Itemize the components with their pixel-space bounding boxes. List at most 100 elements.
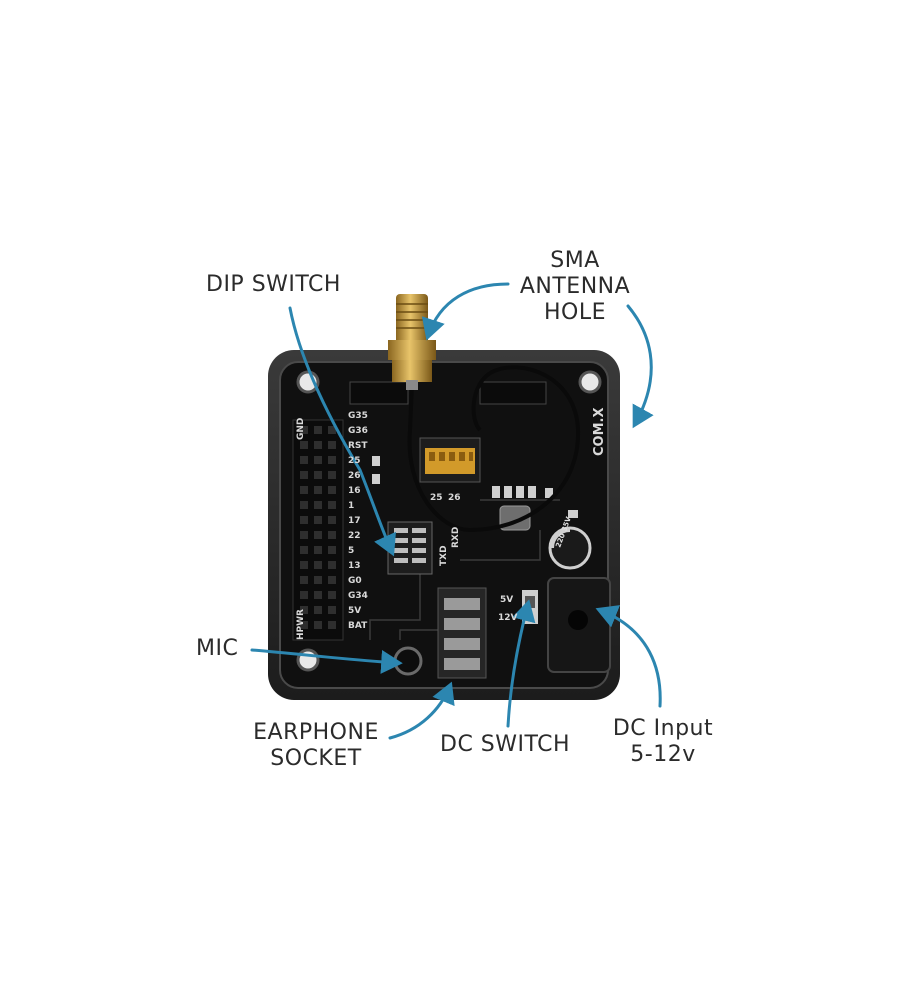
pcb-pin-label: G0 bbox=[348, 576, 362, 586]
callout-arrows bbox=[250, 282, 662, 740]
pcb-pin-label: RST bbox=[348, 441, 368, 451]
pcb-label-hpwr: HPWR bbox=[296, 609, 306, 640]
pcb-label-12v: 12V bbox=[498, 613, 518, 623]
header-pin-hole bbox=[328, 441, 336, 449]
header-pin-hole bbox=[300, 486, 308, 494]
callout-earphone-line-1: EARPHONE bbox=[253, 720, 379, 745]
callout-sma-line-2: ANTENNA bbox=[519, 274, 631, 299]
arrow-icon bbox=[506, 599, 536, 728]
header-pin-hole bbox=[300, 561, 308, 569]
header-pin-hole bbox=[314, 516, 322, 524]
header-pin-hole bbox=[328, 501, 336, 509]
header-pin-hole bbox=[328, 606, 336, 614]
pcb-pin-label: 26 bbox=[348, 471, 361, 481]
callout-earphone-line-2: SOCKET bbox=[270, 746, 362, 771]
pcb-pin-label: 5V bbox=[348, 606, 361, 616]
callout-dc-switch-line-1: DC SWITCH bbox=[440, 732, 571, 757]
arrow-icon bbox=[388, 681, 455, 740]
top-headers bbox=[349, 381, 547, 405]
header-pin-hole bbox=[328, 561, 336, 569]
callout-dc-input-line-1: DC Input bbox=[612, 716, 714, 741]
dip-switch-top-icon bbox=[419, 437, 481, 483]
header-pin-hole bbox=[314, 501, 322, 509]
pcb-pin-label: 13 bbox=[348, 561, 361, 571]
header-pin-hole bbox=[328, 456, 336, 464]
header-pin-hole bbox=[300, 576, 308, 584]
header-pin-hole bbox=[300, 471, 308, 479]
header-pin-hole bbox=[328, 546, 336, 554]
left-pin-header bbox=[292, 419, 344, 641]
callout-dip-switch-line-1: DIP SWITCH bbox=[206, 272, 341, 297]
pcb-label-txd: TXD bbox=[439, 545, 449, 566]
callout-sma-antenna-hole: SMA ANTENNA HOLE bbox=[510, 248, 640, 326]
header-pin-hole bbox=[314, 546, 322, 554]
pcb-pin-label: 25 bbox=[348, 456, 361, 466]
header-pin-hole bbox=[314, 576, 322, 584]
mic-icon bbox=[393, 646, 423, 676]
callout-dip-switch: DIP SWITCH bbox=[206, 272, 341, 298]
header-pin-hole bbox=[300, 621, 308, 629]
header-pin-hole bbox=[328, 471, 336, 479]
antenna-cable bbox=[407, 365, 581, 533]
brand-label: COM.X bbox=[592, 408, 607, 457]
arrow-icon bbox=[595, 605, 662, 708]
pcb-pin-label: BAT bbox=[348, 621, 368, 631]
pcb-label-top-26: 26 bbox=[448, 493, 461, 503]
header-pin-hole bbox=[328, 621, 336, 629]
pcb-pin-label: G34 bbox=[348, 591, 368, 601]
header-pin-hole bbox=[300, 456, 308, 464]
pcb-pin-label: 22 bbox=[348, 531, 361, 541]
arrow-icon bbox=[288, 306, 396, 557]
header-pin-hole bbox=[314, 486, 322, 494]
header-pin-hole bbox=[328, 486, 336, 494]
header-pin-hole bbox=[328, 576, 336, 584]
header-pin-hole bbox=[314, 471, 322, 479]
callout-mic-line-1: MIC bbox=[196, 636, 239, 661]
callout-mic: MIC bbox=[196, 636, 238, 662]
header-pin-hole bbox=[300, 501, 308, 509]
dc-jack-icon bbox=[547, 577, 611, 673]
pcb-label-5v: 5V bbox=[500, 595, 513, 605]
pcb-label-top-25: 25 bbox=[430, 493, 443, 503]
header-pin-hole bbox=[314, 591, 322, 599]
header-pin-hole bbox=[314, 456, 322, 464]
header-pin-hole bbox=[328, 591, 336, 599]
header-pin-hole bbox=[300, 426, 308, 434]
header-pin-hole bbox=[328, 516, 336, 524]
header-pin-hole bbox=[328, 531, 336, 539]
header-pin-hole bbox=[300, 531, 308, 539]
dip-switch-icon bbox=[387, 521, 433, 575]
callout-dc-input-line-2: 5-12v bbox=[630, 742, 696, 767]
header-pin-hole bbox=[314, 531, 322, 539]
callout-dc-switch: DC SWITCH bbox=[440, 732, 570, 758]
header-pin-hole bbox=[314, 441, 322, 449]
earphone-socket-icon bbox=[437, 587, 487, 679]
capacitor-icon bbox=[548, 526, 592, 570]
header-pin-hole bbox=[314, 606, 322, 614]
pcb-label-gnd: GND bbox=[296, 418, 306, 440]
callout-dc-input: DC Input 5-12v bbox=[600, 716, 726, 768]
smd-components bbox=[372, 456, 578, 518]
header-pin-hole bbox=[300, 516, 308, 524]
callout-sma-line-3: HOLE bbox=[543, 300, 607, 325]
header-pin-hole bbox=[300, 546, 308, 554]
arrow-icon bbox=[421, 282, 510, 341]
header-pin-hole bbox=[300, 591, 308, 599]
arrow-icon bbox=[626, 304, 654, 429]
header-pin-hole bbox=[314, 426, 322, 434]
pcb-pin-label: 16 bbox=[348, 486, 361, 496]
arrow-icon bbox=[250, 648, 403, 674]
pcb-pin-label: 5 bbox=[348, 546, 354, 556]
pcb-pin-label: 17 bbox=[348, 516, 361, 526]
callout-sma-line-1: SMA bbox=[550, 248, 600, 273]
callout-earphone-socket: EARPHONE SOCKET bbox=[238, 720, 394, 772]
pcb-label-rxd: RXD bbox=[451, 527, 461, 548]
pcb-pin-label: G36 bbox=[348, 426, 368, 436]
antenna-connector-icon bbox=[388, 294, 436, 390]
header-pin-hole bbox=[314, 621, 322, 629]
pcb-pin-label: G35 bbox=[348, 411, 368, 421]
header-pin-hole bbox=[328, 426, 336, 434]
header-pin-hole bbox=[314, 561, 322, 569]
